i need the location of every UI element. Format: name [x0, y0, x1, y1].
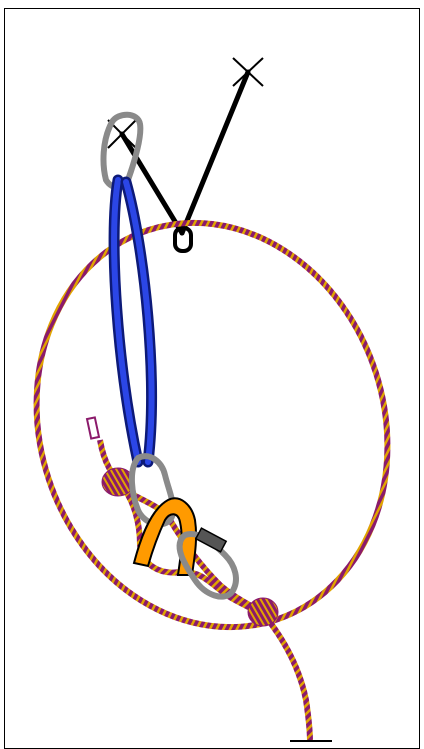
rope-loop	[0, 177, 424, 673]
anchor-legs	[122, 72, 248, 233]
blue-sling	[114, 180, 151, 462]
rope-end-tag	[87, 417, 99, 438]
knot-lower	[248, 598, 278, 626]
carabiner-gate-sleeve	[196, 528, 226, 552]
rope-tail	[262, 612, 310, 742]
